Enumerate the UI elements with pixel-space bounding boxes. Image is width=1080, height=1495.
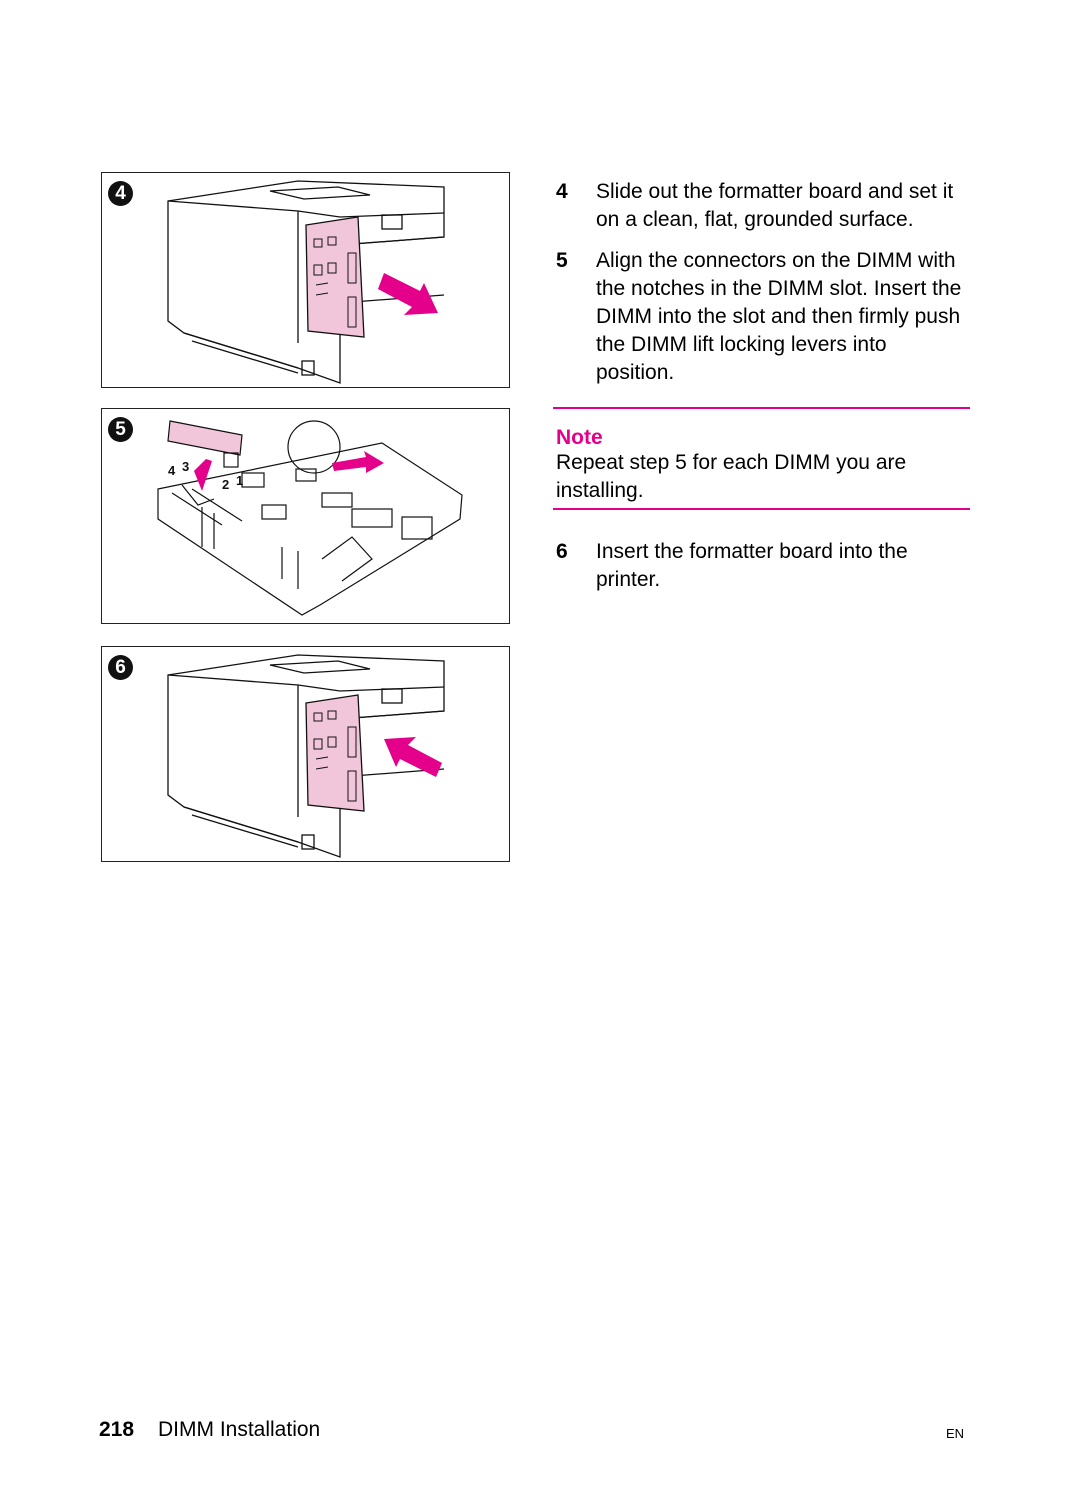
- step-6: 6 Insert the formatter board into the pr…: [556, 538, 970, 594]
- language-code: EN: [946, 1426, 965, 1441]
- page-number: 218: [99, 1418, 135, 1441]
- figure-step-4: 4: [101, 172, 510, 388]
- note-text: Repeat step 5 for each DIMM you are inst…: [556, 451, 907, 502]
- footer-title: DIMM Installation: [158, 1418, 321, 1441]
- step-4: 4 Slide out the formatter board and set …: [556, 178, 970, 234]
- callout-4: 4: [168, 463, 176, 478]
- step-text: Insert the formatter board into the prin…: [596, 540, 908, 591]
- step-text: Slide out the formatter board and set it…: [596, 180, 954, 231]
- step-5: 5 Align the connectors on the DIMM with …: [556, 247, 970, 387]
- dimm-insert-illustration: 4 3 2 1: [157, 420, 463, 616]
- step-number: 4: [556, 180, 568, 203]
- step-number: 5: [556, 249, 568, 272]
- callout-1: 1: [236, 473, 243, 488]
- callout-2: 2: [222, 477, 229, 492]
- step-5-badge: 5: [108, 417, 133, 442]
- note-heading: Note: [556, 426, 603, 449]
- figure-step-5: 4 3 2 1 5: [101, 408, 510, 624]
- printer-remove-board-illustration: [167, 180, 445, 384]
- callout-3: 3: [182, 459, 189, 474]
- step-6-badge: 6: [108, 655, 133, 680]
- figure-step-6: 6: [101, 646, 510, 862]
- step-number: 6: [556, 540, 568, 563]
- step-text: Align the connectors on the DIMM with th…: [596, 249, 962, 384]
- printer-insert-board-illustration: [167, 654, 445, 858]
- step-4-badge: 4: [108, 181, 133, 206]
- note-box: Note Repeat step 5 for each DIMM you are…: [553, 407, 970, 510]
